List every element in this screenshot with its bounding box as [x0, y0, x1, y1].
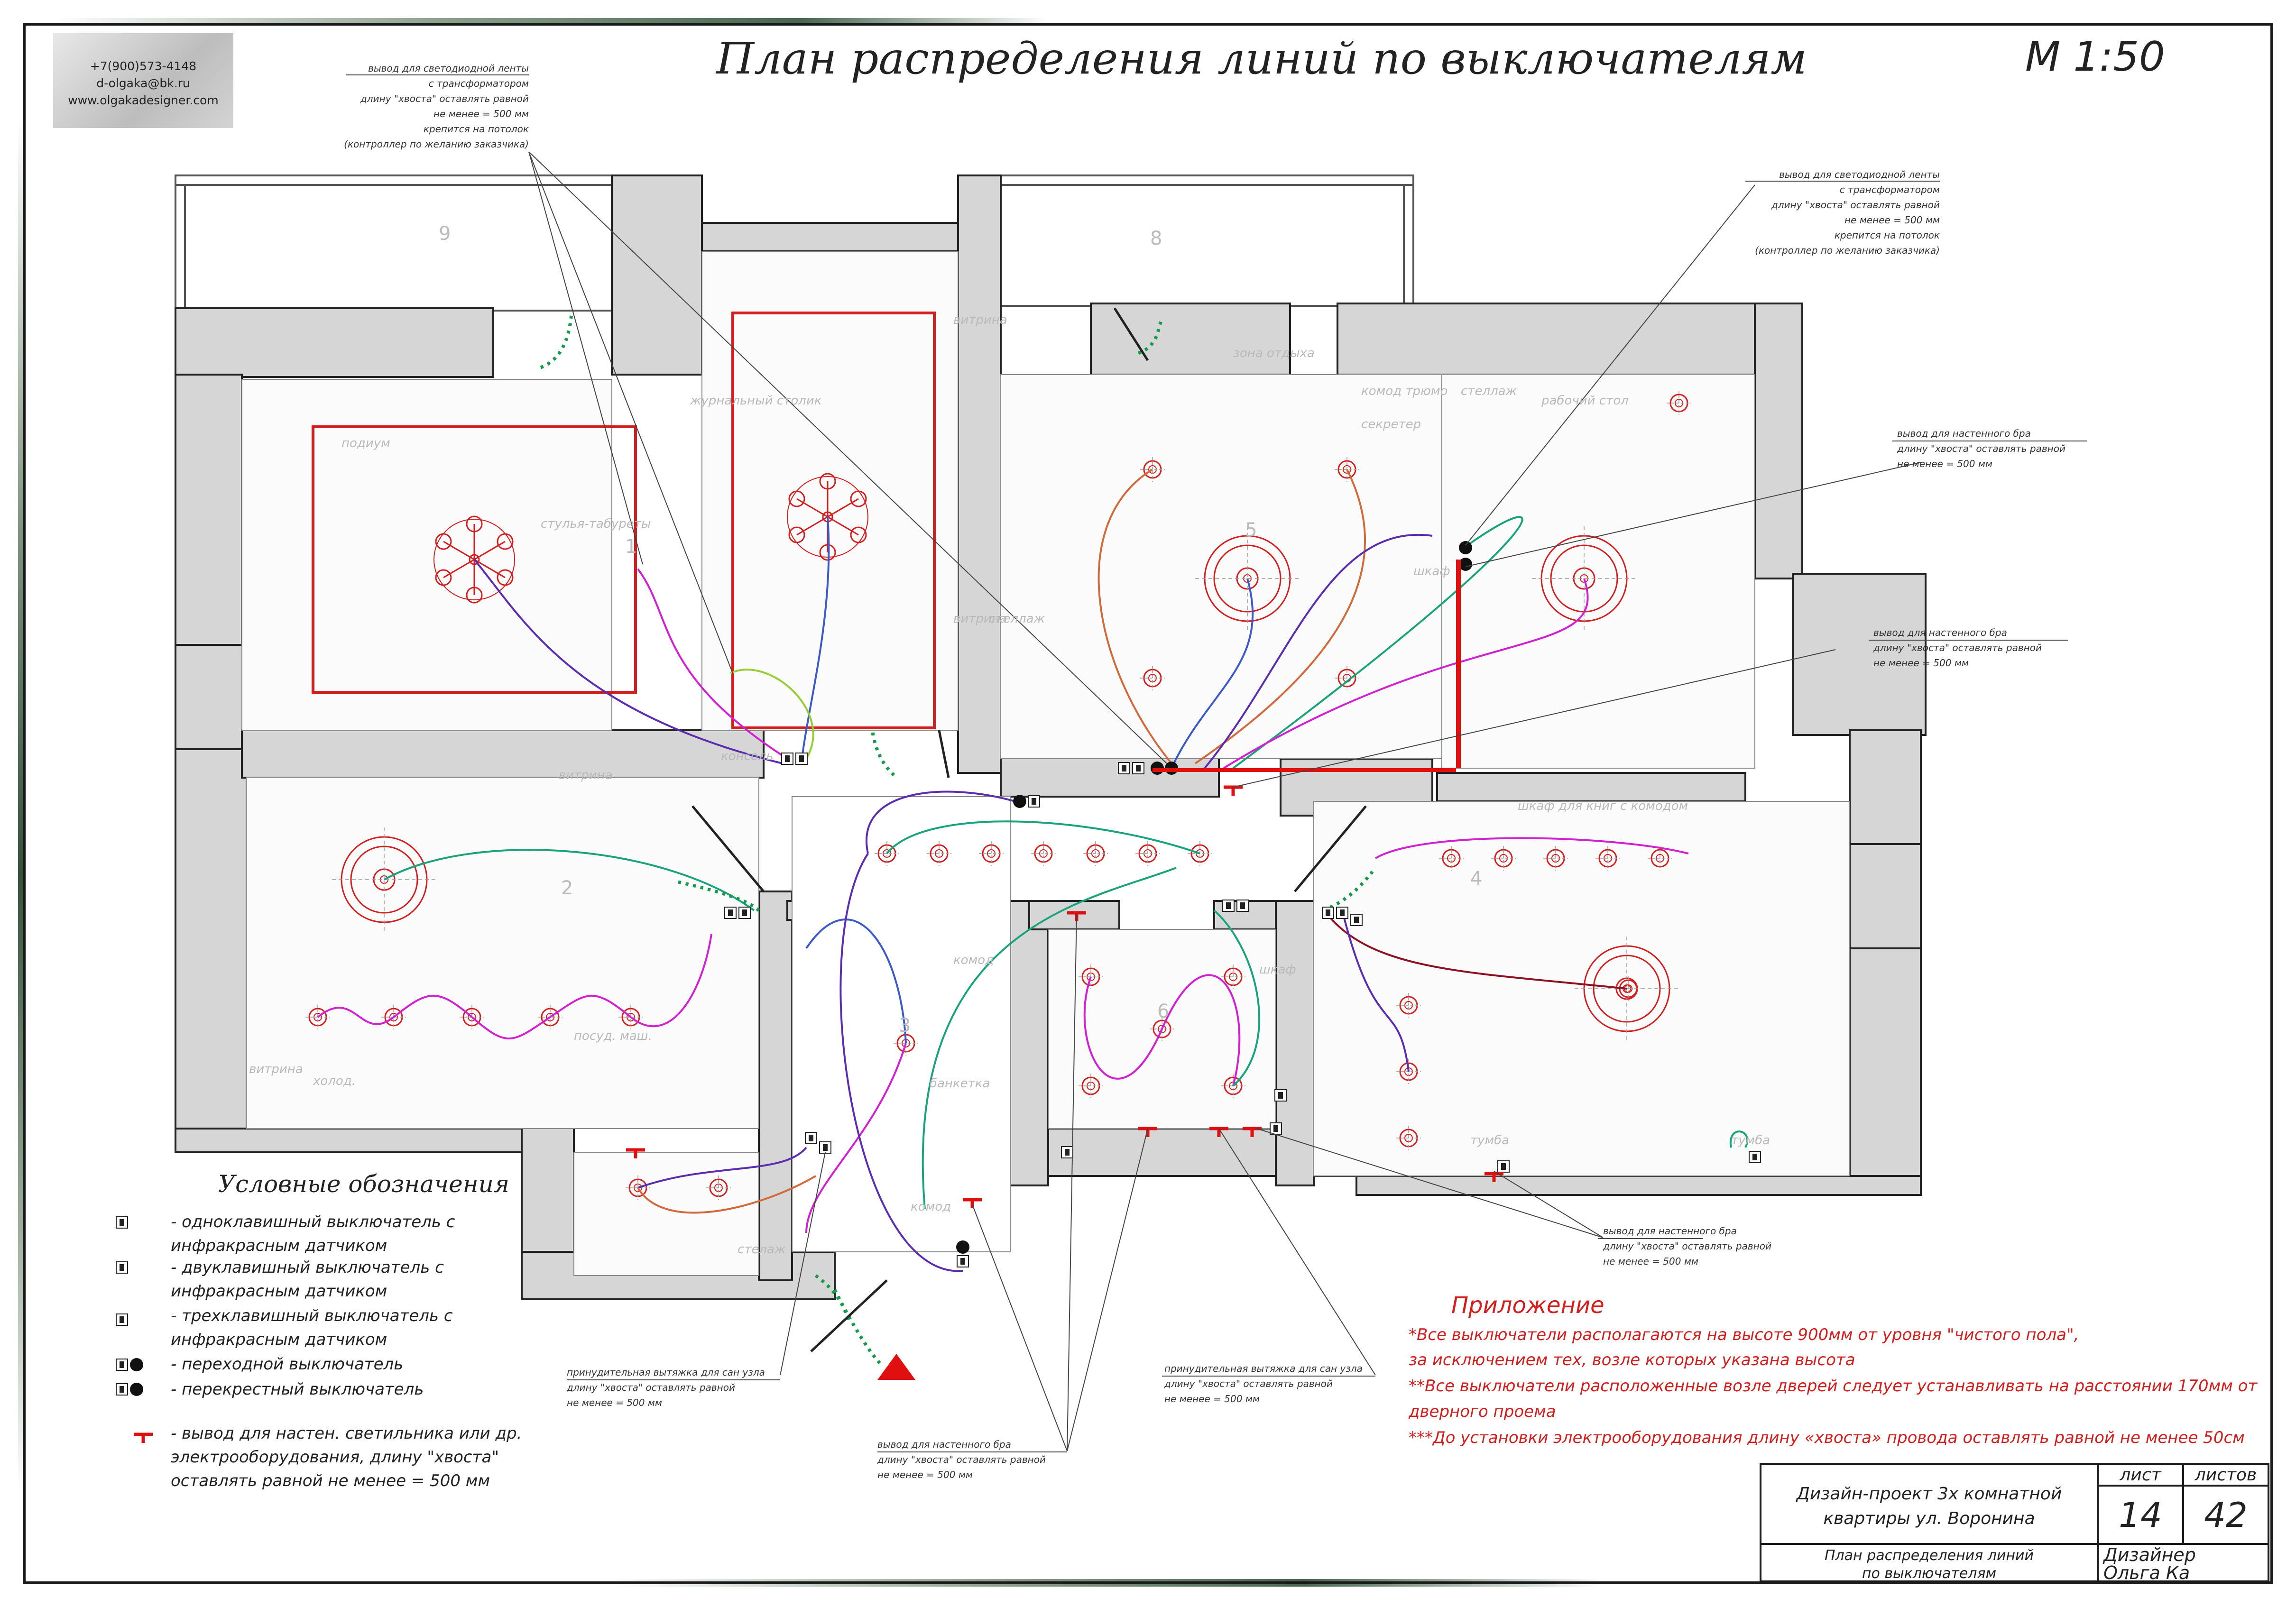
appendix-line: **Все выключатели расположенные возле дв… — [1409, 1377, 2258, 1396]
appendix-line: дверного проема — [1409, 1402, 1556, 1421]
legend-item: инфракрасным датчиком — [171, 1282, 387, 1301]
furniture-label: витрина — [559, 768, 613, 782]
furniture-label: витрина — [953, 313, 1007, 327]
furniture-label: посуд. маш. — [574, 1029, 652, 1043]
leader-lines — [528, 151, 1921, 1451]
stamp-sheet-number: 14 — [2097, 1485, 2184, 1545]
door-leaves — [692, 307, 1367, 1352]
furniture-label: холод. — [313, 1074, 356, 1088]
note-led-right: вывод для светодиодной ленты с трансформ… — [1755, 169, 1940, 256]
zone-frames — [312, 312, 936, 729]
entrance-marker — [877, 1354, 915, 1380]
note-vent-right: принудительная вытяжка для сан узла длин… — [1164, 1363, 1363, 1405]
legend-item: - одноклавишный выключатель с — [171, 1212, 455, 1231]
stamp-sheets-label: листов — [2182, 1463, 2269, 1487]
furniture-label: шкаф для книг с комодом — [1518, 799, 1688, 813]
furniture-label: тумба — [1731, 1133, 1770, 1148]
note-vent-left: принудительная вытяжка для сан узла длин… — [567, 1367, 765, 1408]
appendix-line: *Все выключатели располагаются на высоте… — [1409, 1325, 2079, 1344]
stamp-sheet-label: лист — [2097, 1463, 2184, 1487]
room-number: 4 — [1470, 868, 1483, 890]
note-bra-bottom-right: вывод для настенного бра длину "хвоста" … — [1603, 1225, 1771, 1267]
furniture-label: стеллаж — [989, 612, 1045, 626]
stamp-plan: План распределения линий по выключателям — [1760, 1543, 2099, 1582]
legend-symbols — [116, 1216, 153, 1443]
note-led-left: вывод для светодиодной ленты с трансформ… — [344, 63, 529, 150]
appendix-line: за исключением тех, возле которых указан… — [1409, 1350, 1855, 1369]
furniture-label: комод — [953, 953, 994, 967]
room-number: 9 — [439, 223, 451, 245]
legend-item: оставлять равной не менее = 500 мм — [171, 1471, 490, 1490]
furniture-label: комод — [911, 1200, 951, 1214]
furniture-label: банкетка — [930, 1076, 990, 1091]
furniture-label: шкаф — [1259, 963, 1296, 977]
logo-site: www.olgakadesigner.com — [68, 93, 219, 107]
designer-logo: +7(900)573-4148 d-olgaka@bk.ru www.olgak… — [53, 33, 233, 128]
room-number: 5 — [1245, 519, 1257, 541]
furniture-label: шкаф — [1413, 564, 1450, 579]
stamp-project: Дизайн-проект 3х комнатной квартиры ул. … — [1760, 1463, 2099, 1545]
furniture-label: подиум — [341, 436, 390, 450]
title-block: Дизайн-проект 3х комнатной квартиры ул. … — [1760, 1463, 2269, 1582]
furniture-label: стелаж — [738, 1242, 786, 1257]
room-number: 1 — [625, 536, 637, 558]
furniture-label: консоль — [721, 749, 774, 763]
note-underlines — [346, 74, 2087, 1452]
legend-item: - вывод для настен. светильника или др. — [171, 1424, 522, 1443]
room-number: 6 — [1157, 1001, 1170, 1022]
wiring — [317, 468, 1749, 1272]
furniture-label: витрина — [953, 612, 1007, 626]
stamp-sheets-count: 42 — [2182, 1485, 2269, 1545]
furniture-label: зона отдыха — [1233, 346, 1315, 360]
legend-item: - перекрестный выключатель — [171, 1380, 424, 1399]
note-bra-right-2: вывод для настенного бра длину "хвоста" … — [1873, 627, 2042, 669]
furniture-label: секретер — [1361, 417, 1421, 432]
room-number: 8 — [1150, 228, 1162, 249]
legend-item: - переходной выключатель — [171, 1355, 404, 1374]
legend-title: Условные обозначения — [218, 1170, 509, 1198]
note-bra-right-1: вывод для настенного бра длину "хвоста" … — [1897, 428, 2065, 469]
furniture-label: стулья-табуреты — [541, 517, 651, 531]
wall-outlets — [626, 560, 1503, 1208]
stamp-designer: Дизайнер Ольга Ка — [2097, 1543, 2269, 1582]
logo-phone: +7(900)573-4148 — [90, 59, 197, 73]
legend-item: электрооборудования, длину "хвоста" — [171, 1448, 499, 1467]
appendix-line: ***До установки электрооборудования длин… — [1409, 1428, 2245, 1447]
legend-item: инфракрасным датчиком — [171, 1330, 387, 1349]
sheet-frame — [23, 23, 2273, 1584]
furniture-label: журнальный столик — [690, 394, 822, 408]
legend-item: инфракрасным датчиком — [171, 1236, 387, 1255]
note-bra-bottom-center: вывод для настенного бра длину "хвоста" … — [877, 1439, 1046, 1480]
scale-label: М 1:50 — [2025, 33, 2165, 81]
furniture-label: рабочий стол — [1541, 394, 1629, 408]
furniture-label: комод трюмо — [1361, 384, 1448, 398]
appendix-title: Приложение — [1451, 1292, 1604, 1319]
room-number: 3 — [899, 1015, 911, 1037]
legend-item: - двуклавишный выключатель с — [171, 1258, 444, 1277]
page-title: План распределения линий по выключателям — [716, 33, 1807, 84]
room-number: 2 — [561, 877, 573, 899]
furniture-label: витрина — [249, 1062, 303, 1076]
logo-email: d-olgaka@bk.ru — [96, 76, 190, 90]
furniture-label: тумба — [1470, 1133, 1510, 1148]
furniture-label: стеллаж — [1461, 384, 1517, 398]
legend-item: - трехклавишный выключатель с — [171, 1306, 453, 1325]
